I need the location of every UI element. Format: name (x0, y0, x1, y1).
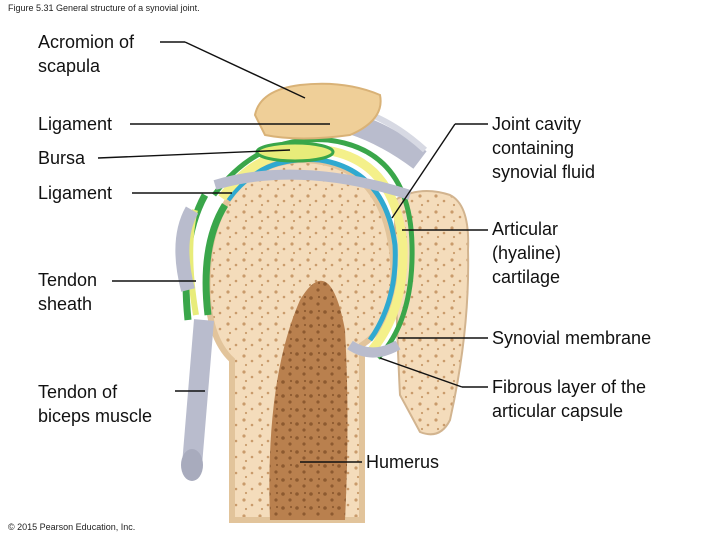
figure-caption: Figure 5.31 General structure of a synov… (8, 3, 200, 13)
copyright-notice: © 2015 Pearson Education, Inc. (8, 522, 136, 532)
label-acromion: Acromion of scapula (38, 32, 135, 76)
label-joint-cavity: Joint cavity containing synovial fluid (492, 114, 596, 182)
marrow-cavity (269, 280, 348, 520)
label-humerus: Humerus (366, 452, 440, 472)
label-tendon-biceps: Tendon of biceps muscle (38, 382, 153, 426)
leader-lines (97, 41, 488, 463)
bursa-shape (255, 141, 335, 163)
label-fibrous-layer: Fibrous layer of the articular capsule (492, 377, 647, 421)
label-tendon-sheath: Tendon sheath (38, 270, 98, 314)
ligament-fibers-lower (213, 169, 412, 200)
label-ligament-top: Ligament (38, 114, 113, 134)
acromion (253, 82, 382, 140)
label-articular-cartilage: Articular (hyaline) cartilage (492, 219, 562, 287)
fibrous-capsule (347, 340, 401, 358)
label-ligament-lower: Ligament (38, 183, 113, 203)
biceps-tendon (175, 206, 199, 292)
label-bursa: Bursa (38, 148, 86, 168)
label-synovial-membrane: Synovial membrane (492, 328, 652, 348)
